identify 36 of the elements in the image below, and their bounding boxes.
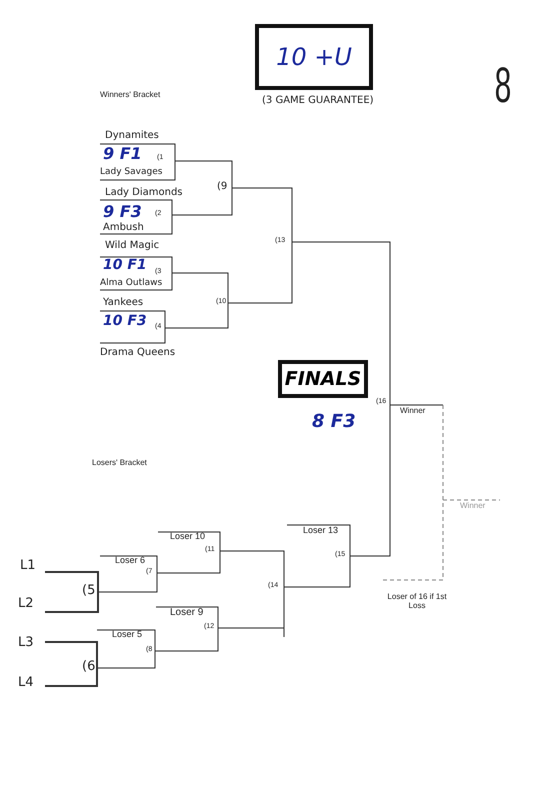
bracket-label: Loser 9 xyxy=(170,607,204,618)
game-slot: 10 F3 xyxy=(103,314,147,330)
title-box xyxy=(255,24,373,90)
slot-label: L2 xyxy=(18,597,34,612)
team-name: Dynamites xyxy=(105,130,159,141)
bracket-label: Loser 5 xyxy=(112,630,142,640)
bracket-label: Winner xyxy=(400,407,426,416)
game-number: (9 xyxy=(217,181,228,192)
page-number: 8 xyxy=(494,58,512,113)
bracket-note: Loser of 16 if 1st Loss xyxy=(386,593,448,611)
game-slot: 8 F3 xyxy=(312,412,356,432)
team-name: Drama Queens xyxy=(100,347,176,358)
section-title: FINALS xyxy=(284,368,362,390)
team-name: Wild Magic xyxy=(105,240,160,251)
bracket-label: Loser 10 xyxy=(170,532,206,542)
team-name: Ambush xyxy=(103,222,144,233)
team-name: Alma Outlaws xyxy=(100,279,162,289)
team-name: Yankees xyxy=(103,297,144,308)
game-number: (6 xyxy=(82,660,96,674)
team-name: Lady Diamonds xyxy=(105,187,183,198)
game-slot: 9 F1 xyxy=(103,145,142,163)
bracket-label: Loser 13 xyxy=(303,526,338,536)
team-name: Lady Savages xyxy=(100,168,162,178)
bracket-label: Loser 6 xyxy=(115,556,146,566)
slot-label: L4 xyxy=(18,676,34,690)
game-slot: 9 F3 xyxy=(103,203,142,221)
division-title: 10 +U xyxy=(276,43,352,71)
slot-label: L1 xyxy=(20,559,36,574)
subtitle: (3 GAME GUARANTEE) xyxy=(262,95,374,106)
slot-label: L3 xyxy=(18,636,34,650)
game-number: (5 xyxy=(82,584,96,598)
bracket-heading: Winners' Bracket xyxy=(100,91,160,100)
bracket-label: Winner xyxy=(460,502,486,511)
bracket-heading: Losers' Bracket xyxy=(92,459,147,468)
game-slot: 10 F1 xyxy=(103,258,147,274)
finals-box xyxy=(278,360,368,398)
